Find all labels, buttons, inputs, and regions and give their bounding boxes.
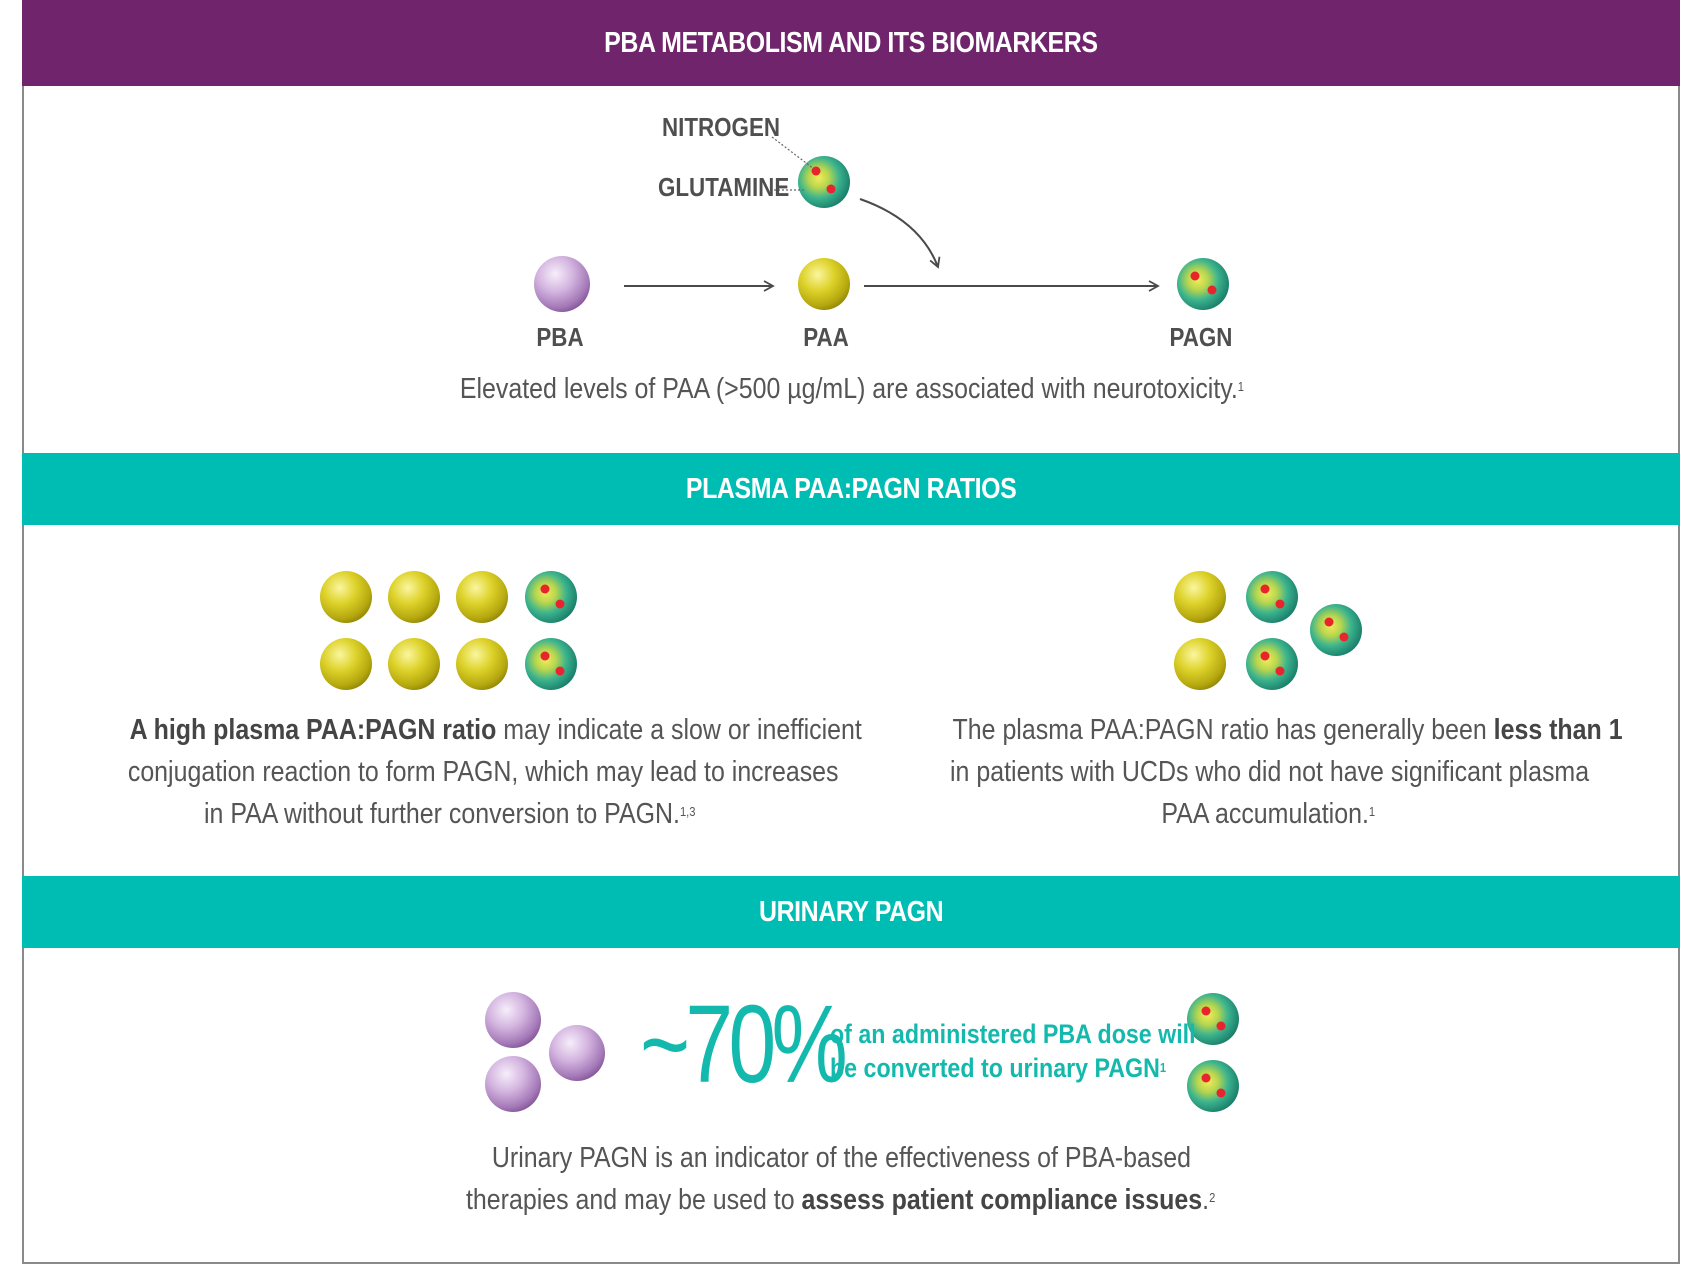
low-ratio-description: The plasma PAA:PAGN ratio has generally … bbox=[950, 714, 1623, 830]
section-title-metabolism: PBA METABOLISM AND ITS BIOMARKERS bbox=[604, 26, 1098, 59]
section-header-urinary: URINARY PAGN bbox=[22, 876, 1680, 948]
pagn-label: PAGN bbox=[1169, 322, 1233, 352]
glutamine-label: GLUTAMINE bbox=[658, 172, 790, 202]
percent-value: ~70% bbox=[640, 983, 848, 1106]
content-frame bbox=[22, 0, 1680, 1264]
pba-sphere-group bbox=[485, 992, 605, 1112]
neurotoxicity-note: Elevated levels of PAA (>500 µg/mL) are … bbox=[459, 373, 1245, 405]
curved-arrow-icon bbox=[859, 198, 941, 269]
glutamine-sphere-icon bbox=[798, 156, 850, 208]
pagn-sphere-icon bbox=[1177, 258, 1229, 310]
low-ratio-sphere-group bbox=[1174, 571, 1362, 690]
section-title-ratios: PLASMA PAA:PAGN RATIOS bbox=[685, 472, 1017, 505]
paa-sphere-icon bbox=[798, 258, 850, 310]
nitrogen-label: NITROGEN bbox=[662, 112, 781, 142]
urinary-pagn-note: Urinary PAGN is an indicator of the effe… bbox=[466, 1142, 1216, 1216]
section-header-metabolism: PBA METABOLISM AND ITS BIOMARKERS bbox=[22, 0, 1680, 86]
pagn-sphere-group bbox=[1187, 993, 1239, 1112]
high-ratio-description: A high plasma PAA:PAGN ratio may indicat… bbox=[127, 714, 862, 830]
pba-sphere-icon bbox=[534, 256, 590, 312]
conversion-description: of an administered PBA dose will be conv… bbox=[830, 1019, 1196, 1083]
section-title-urinary: URINARY PAGN bbox=[758, 895, 944, 928]
section-header-ratios: PLASMA PAA:PAGN RATIOS bbox=[22, 453, 1680, 525]
paa-label: PAA bbox=[803, 322, 849, 352]
pba-label: PBA bbox=[536, 322, 584, 352]
high-ratio-sphere-group bbox=[320, 571, 577, 690]
nitrogen-leader-line bbox=[771, 136, 815, 170]
